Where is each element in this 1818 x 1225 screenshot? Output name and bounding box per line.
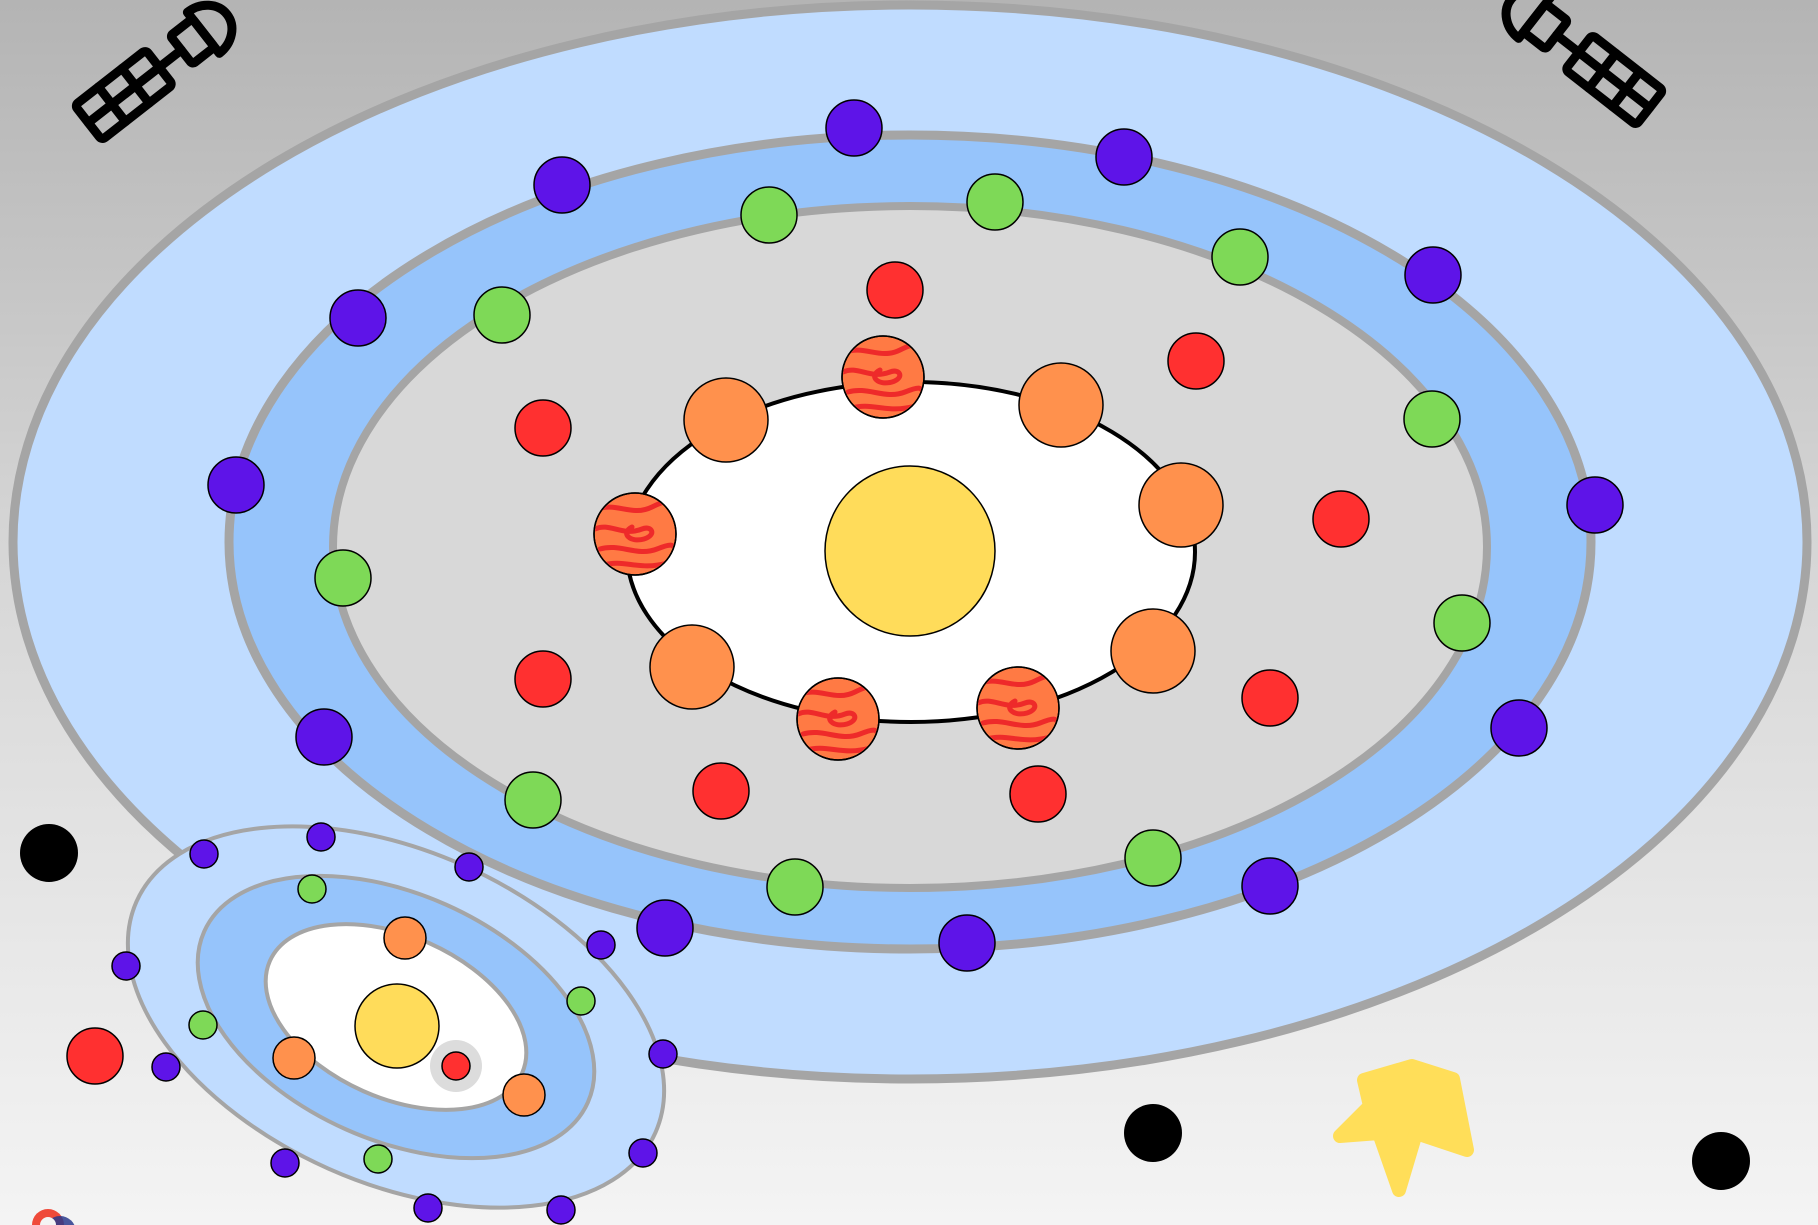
striped-planet[interactable]	[976, 666, 1060, 750]
purple-ball[interactable]	[533, 156, 591, 214]
green-ball[interactable]	[1211, 228, 1269, 286]
purple-ball[interactable]	[306, 822, 336, 852]
purple-ball[interactable]	[1095, 128, 1153, 186]
purple-ball[interactable]	[329, 289, 387, 347]
red-ball[interactable]	[1241, 669, 1299, 727]
red-ball[interactable]	[1312, 490, 1370, 548]
orange-ball[interactable]	[1110, 608, 1196, 694]
purple-ball[interactable]	[295, 708, 353, 766]
striped-planet[interactable]	[796, 677, 880, 761]
orange-ball[interactable]	[1138, 462, 1224, 548]
satellite-left-icon[interactable]	[71, 0, 243, 143]
purple-ball[interactable]	[151, 1052, 181, 1082]
green-ball[interactable]	[297, 874, 327, 904]
green-ball[interactable]	[1433, 594, 1491, 652]
purple-ball[interactable]	[189, 839, 219, 869]
red-ball[interactable]	[66, 1027, 124, 1085]
purple-ball[interactable]	[636, 899, 694, 957]
purple-ball[interactable]	[586, 930, 616, 960]
green-ball[interactable]	[1124, 829, 1182, 887]
purple-ball[interactable]	[454, 852, 484, 882]
green-ball[interactable]	[363, 1144, 393, 1174]
purple-ball[interactable]	[1404, 246, 1462, 304]
red-ball[interactable]	[514, 650, 572, 708]
purple-ball[interactable]	[270, 1148, 300, 1178]
green-ball[interactable]	[566, 986, 596, 1016]
orange-balls	[649, 362, 1224, 710]
large-system	[8, 0, 1812, 1084]
purple-ball[interactable]	[546, 1195, 576, 1225]
sun[interactable]	[824, 465, 996, 637]
green-ball[interactable]	[766, 858, 824, 916]
purple-balls	[207, 99, 1624, 972]
purple-ball[interactable]	[1241, 857, 1299, 915]
loose-pieces	[20, 824, 1750, 1197]
small-red-ball-slot	[430, 1040, 482, 1092]
green-ball[interactable]	[473, 286, 531, 344]
orange-ball[interactable]	[502, 1073, 546, 1117]
striped-planet[interactable]	[841, 335, 925, 419]
green-ball[interactable]	[504, 771, 562, 829]
green-ball[interactable]	[966, 173, 1024, 231]
orange-ball[interactable]	[272, 1036, 316, 1080]
red-ball[interactable]	[866, 261, 924, 319]
red-balls	[514, 261, 1370, 823]
orange-ball[interactable]	[683, 377, 769, 463]
orange-ball[interactable]	[649, 624, 735, 710]
small-purple-balls	[111, 822, 678, 1225]
red-ball[interactable]	[1009, 765, 1067, 823]
red-ball[interactable]	[441, 1051, 471, 1081]
red-ball[interactable]	[1167, 332, 1225, 390]
purple-ball[interactable]	[628, 1138, 658, 1168]
purple-ball[interactable]	[1566, 476, 1624, 534]
black-ball[interactable]	[20, 824, 78, 882]
purple-ball[interactable]	[938, 914, 996, 972]
purple-ball[interactable]	[111, 951, 141, 981]
purple-ball[interactable]	[648, 1039, 678, 1069]
green-ball[interactable]	[740, 186, 798, 244]
small-system	[111, 822, 678, 1225]
purple-ball[interactable]	[207, 456, 265, 514]
black-ball[interactable]	[1692, 1132, 1750, 1190]
green-ball[interactable]	[314, 549, 372, 607]
star-icon[interactable]	[1333, 1059, 1474, 1197]
striped-planet[interactable]	[593, 492, 677, 576]
small-sun[interactable]	[354, 983, 440, 1069]
purple-ball[interactable]	[413, 1193, 443, 1223]
orange-ball[interactable]	[1018, 362, 1104, 448]
purple-ball[interactable]	[825, 99, 883, 157]
red-ball[interactable]	[514, 399, 572, 457]
green-balls	[314, 173, 1491, 916]
red-ball[interactable]	[692, 762, 750, 820]
purple-ball[interactable]	[1490, 699, 1548, 757]
satellite-right-icon[interactable]	[1495, 0, 1667, 128]
green-ball[interactable]	[188, 1010, 218, 1040]
black-ball[interactable]	[1124, 1104, 1182, 1162]
small-green-balls	[188, 874, 596, 1174]
orange-ball[interactable]	[383, 916, 427, 960]
small-orange-balls	[272, 916, 546, 1117]
green-ball[interactable]	[1403, 390, 1461, 448]
logo-icon	[32, 1209, 75, 1225]
